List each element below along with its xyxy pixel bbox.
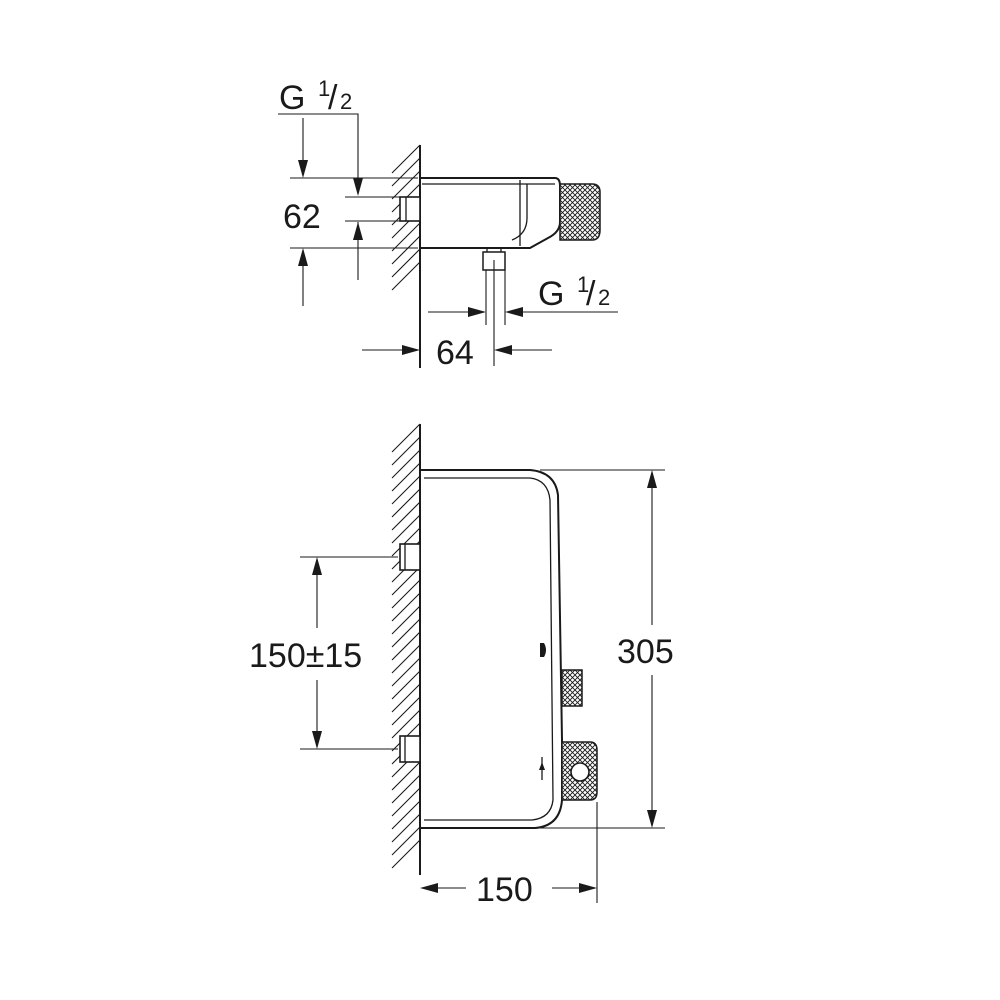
wall-hatch-line	[391, 696, 421, 726]
bottom-thread-prefix: G	[538, 275, 564, 313]
wall-hatch-line	[391, 644, 421, 674]
wall-hatch-line	[391, 222, 421, 252]
top-thread-prefix: G	[279, 79, 305, 117]
top-thread-label: G 1 / 2	[278, 76, 363, 280]
wall-hatch-line	[391, 501, 421, 531]
wall-hatch-line	[391, 170, 421, 200]
wall-hatch-line	[391, 709, 421, 739]
wall-hatch-line	[391, 761, 421, 791]
bottom-thread-slash: /	[586, 275, 596, 313]
wall-hatch-line	[391, 235, 421, 265]
wall-hatch-line	[391, 261, 421, 291]
wall-hatch-line	[391, 813, 421, 843]
bottom-thread-label: G 1 / 2	[428, 270, 618, 325]
wall-hatch-line	[391, 774, 421, 804]
wall-hatch-line	[391, 787, 421, 817]
front-small-knob	[561, 669, 583, 707]
wall-hatch-line	[391, 826, 421, 856]
inlet-spacing-dim-text: 150±15	[249, 637, 362, 675]
wall-hatch-line	[391, 800, 421, 830]
depth-dim-64: 64	[362, 260, 552, 372]
wall-hatch-line	[391, 839, 421, 869]
top-thread-slash: /	[328, 79, 338, 117]
wall-hatch-line	[391, 605, 421, 635]
side-body	[399, 177, 601, 271]
wall-hatch-line	[391, 514, 421, 544]
front-indicator-top	[540, 643, 546, 657]
wall-hatch-line	[391, 579, 421, 609]
front-wall	[391, 423, 421, 875]
side-knob	[559, 183, 601, 241]
wall-hatch-line	[391, 657, 421, 687]
wall-hatch-line	[391, 488, 421, 518]
wall-hatch-line	[391, 462, 421, 492]
depth-dim-64-text: 64	[436, 334, 474, 372]
top-thread-denominator: 2	[340, 89, 352, 114]
wall-hatch-line	[391, 566, 421, 596]
bottom-thread-denominator: 2	[598, 285, 610, 310]
bottom-thread-numerator: 1	[577, 272, 589, 297]
front-lower-connector	[399, 735, 421, 763]
front-indicator-bottom	[539, 762, 545, 770]
wall-hatch-line	[391, 683, 421, 713]
width-dim-150-text: 150	[476, 871, 533, 909]
side-view: G 1 / 2 62 G 1 / 2	[278, 76, 618, 372]
wall-hatch-line	[391, 157, 421, 187]
wall-hatch-line	[391, 592, 421, 622]
wall-hatch-line	[391, 423, 421, 453]
wall-hatch-line	[391, 436, 421, 466]
inlet-spacing-dim: 150±15	[249, 556, 398, 750]
height-dim-305: 305	[540, 469, 674, 829]
side-inlet-fitting	[399, 196, 421, 222]
width-dim-150: 150	[420, 802, 598, 909]
front-view: 150±15 305 150	[249, 423, 674, 909]
wall-hatch-line	[391, 670, 421, 700]
front-knob-button	[570, 762, 590, 782]
top-thread-numerator: 1	[318, 76, 330, 101]
height-dim-62: 62	[283, 118, 418, 306]
front-upper-connector	[399, 543, 421, 571]
wall-hatch-line	[391, 631, 421, 661]
wall-hatch-line	[391, 248, 421, 278]
wall-hatch-line	[391, 527, 421, 557]
wall-hatch-line	[391, 449, 421, 479]
height-dim-62-text: 62	[283, 198, 321, 236]
height-dim-305-text: 305	[617, 633, 674, 671]
wall-hatch-line	[391, 618, 421, 648]
wall-hatch-line	[391, 475, 421, 505]
front-body	[399, 469, 598, 829]
wall-hatch-line	[391, 144, 421, 174]
